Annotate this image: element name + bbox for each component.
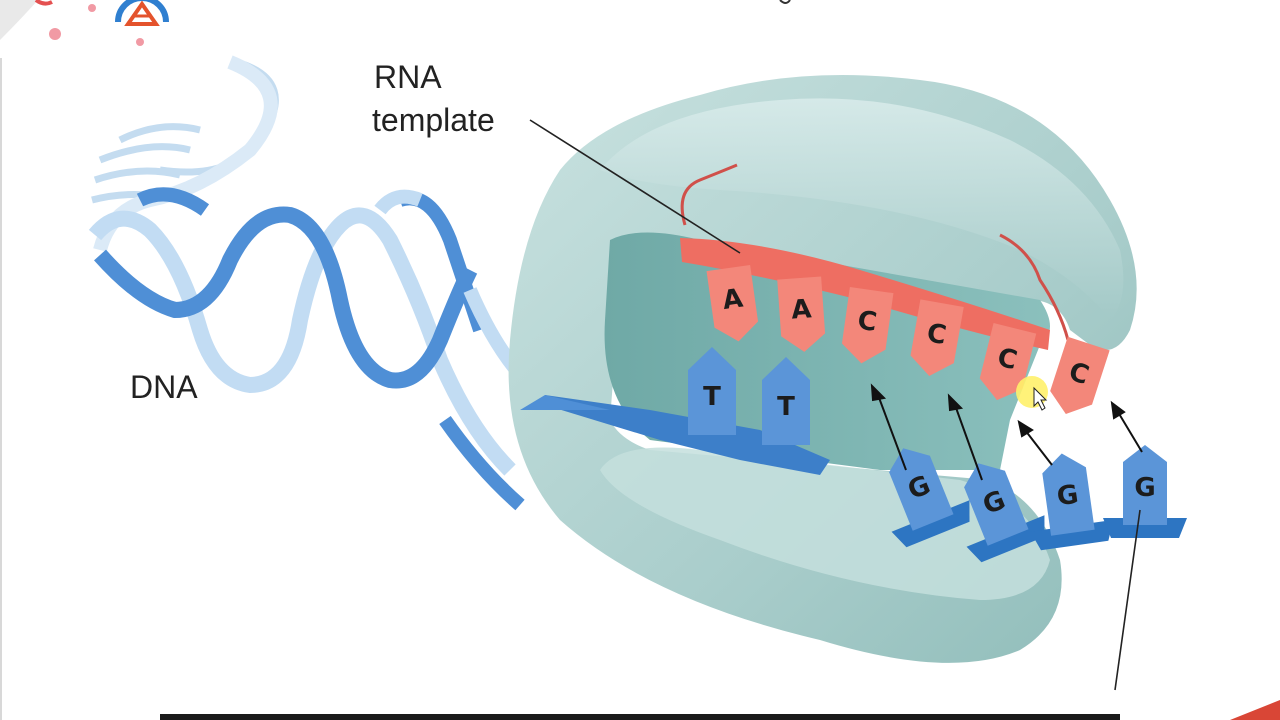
template-base-letter: C bbox=[856, 306, 879, 338]
cursor-icon bbox=[1016, 376, 1048, 411]
template-base: C bbox=[910, 299, 964, 377]
template-base: C bbox=[841, 287, 894, 364]
dna-strand-in-enzyme bbox=[520, 395, 830, 475]
incoming-base-letter: G bbox=[1055, 480, 1080, 513]
rna-template-leader-line bbox=[529, 119, 741, 254]
incoming-nucleotide: G bbox=[1103, 445, 1187, 538]
dna-base: T bbox=[688, 347, 736, 435]
dna-label: DNA bbox=[130, 369, 198, 405]
dna-base-letter: T bbox=[777, 392, 795, 422]
rna-label-line1: RNA bbox=[374, 59, 442, 95]
template-label-line2: template bbox=[372, 102, 495, 138]
template-base: A bbox=[706, 265, 759, 342]
dna-base: T bbox=[762, 357, 810, 445]
dna-helix bbox=[88, 55, 545, 511]
template-base: C bbox=[1050, 336, 1110, 414]
pairing-arrows bbox=[870, 383, 1143, 481]
corner-accent bbox=[1230, 700, 1280, 720]
dna-base-letter: T bbox=[703, 382, 721, 412]
incoming-nucleotide: G bbox=[964, 463, 1045, 563]
nucleotide-leader-line bbox=[1114, 509, 1141, 691]
telomerase-enzyme bbox=[508, 75, 1137, 663]
cropped-title-fragment bbox=[779, 0, 791, 4]
template-base-letter: A bbox=[790, 294, 812, 325]
logo-icon bbox=[0, 0, 169, 46]
template-base: A bbox=[777, 276, 826, 352]
template-base-letter: A bbox=[721, 284, 745, 317]
incoming-base-letter: G bbox=[1134, 473, 1155, 503]
top-header-strip bbox=[0, 0, 1280, 58]
slide-border bbox=[0, 58, 2, 720]
bottom-bar bbox=[160, 714, 1120, 720]
incoming-nucleotide: G bbox=[1030, 453, 1114, 551]
